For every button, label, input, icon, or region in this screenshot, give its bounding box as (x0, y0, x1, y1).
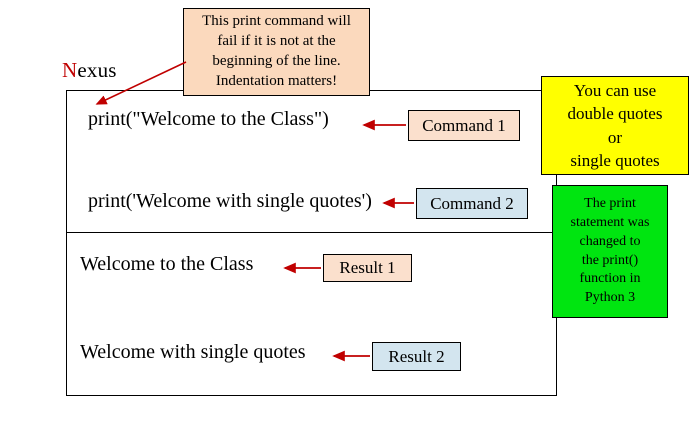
callout-python3-line-6: Python 3 (584, 290, 636, 306)
window-label-initial: N (62, 58, 78, 82)
callout-quotes-line-2: double quotes (567, 104, 663, 124)
result-line-2: Welcome with single quotes (80, 341, 306, 363)
callout-note-line-2: fail if it is not at the (217, 33, 336, 50)
callout-note-line-4: Indentation matters! (215, 72, 338, 89)
callout-note-line-3: beginning of the line. (212, 53, 341, 69)
callout-python3-line-5: function in (579, 271, 641, 287)
annotation-command-1: Command 1 (408, 110, 520, 141)
callout-python3: The print statement was changed to the p… (552, 185, 668, 318)
command-line-2: print('Welcome with single quotes') (88, 190, 372, 212)
annotation-command-2: Command 2 (416, 188, 528, 219)
window-label-rest: exus (77, 58, 117, 82)
annotation-result-2: Result 2 (372, 342, 461, 371)
command-line-1: print("Welcome to the Class") (88, 108, 329, 130)
callout-quotes-line-1: You can use (573, 80, 657, 100)
callout-indentation-note: This print command will fail if it is no… (183, 8, 370, 96)
callout-python3-line-4: the print() (581, 252, 639, 268)
callout-note-line-1: This print command will (202, 13, 351, 30)
console-frame-divider (66, 232, 557, 233)
callout-python3-line-3: changed to (579, 233, 641, 249)
callout-quotes: You can use double quotes or single quot… (541, 76, 689, 175)
callout-quotes-line-3: or (607, 127, 623, 147)
annotation-result-1: Result 1 (323, 254, 412, 282)
result-line-1: Welcome to the Class (80, 253, 254, 275)
callout-quotes-line-4: single quotes (570, 150, 660, 170)
callout-python3-line-2: statement was (570, 214, 650, 230)
callout-python3-line-1: The print (584, 195, 636, 211)
window-label: Nexus (62, 58, 117, 83)
